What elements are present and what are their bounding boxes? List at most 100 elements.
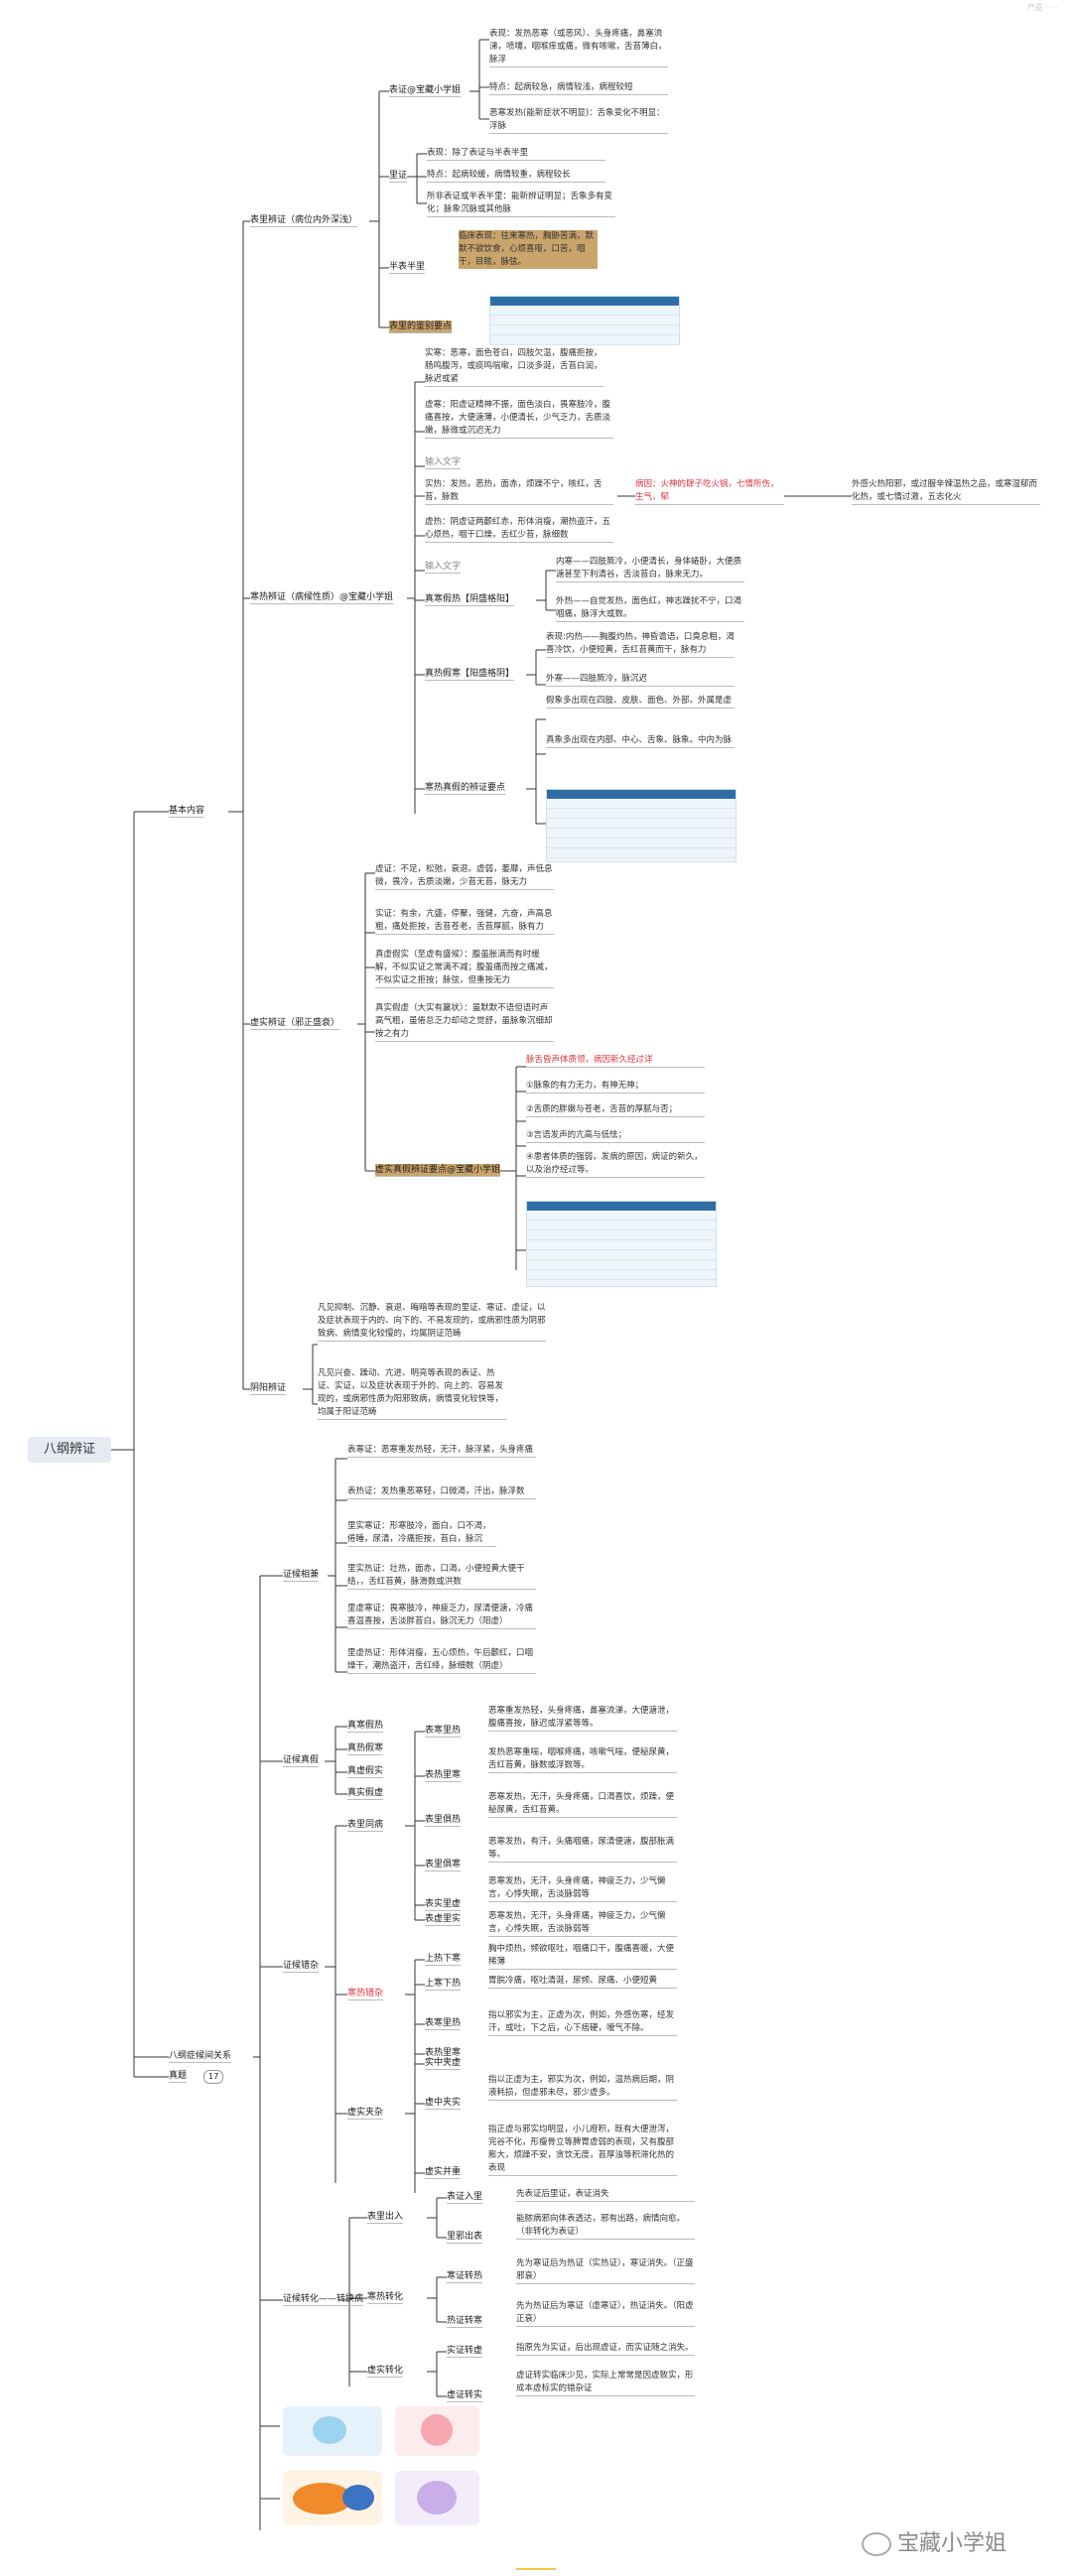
- node-banbiao[interactable]: 半表半里: [389, 262, 426, 274]
- node-xzs[interactable]: 虚证转实: [447, 2390, 483, 2402]
- text-xs-2: ②舌质的胖嫩与苍老，舌苔的厚腻与否；: [526, 1103, 705, 1117]
- root-node[interactable]: 八纲辨证: [28, 1437, 111, 1463]
- node-brlh[interactable]: 表热里寒: [425, 1770, 462, 1782]
- node-bslx[interactable]: 表实里虚: [425, 1899, 462, 1911]
- text-brlh: 发热恶寒重喘，咽喉疼痛，咳嗽气喘，便秘尿黄，舌红苔黄，脉数或浮数等。: [488, 1746, 677, 1773]
- node-xushi[interactable]: 虚实辨证（邪正盛衰）: [250, 1018, 340, 1030]
- text-lishire: 里实热证：壮热，面赤，口渴，小便短黄大便干结，，舌红苔黄，脉滑数或洪数: [347, 1563, 536, 1590]
- node-biaoli-jianbie[interactable]: 表里的鉴别要点: [389, 321, 453, 333]
- text-zhenshijiaxu: 真实假虚（大实有羸状）：虽默默不语但语时声高气粗，虽倦怠乏力却动之觉舒，虽脉象沉…: [375, 1002, 554, 1042]
- node-zhenjia[interactable]: 证候真假: [283, 1755, 320, 1767]
- text-zrjh2-nei: 表现:内热——胸腹灼热，神昏谵语，口臭息粗，渴喜冷饮，小便短黄，舌红苔黄而干，脉…: [546, 631, 735, 658]
- node-bhlr2[interactable]: 表虚里实: [425, 1914, 462, 1926]
- node-szx[interactable]: 实证转虚: [447, 2346, 483, 2358]
- node-zhenrejiahan2[interactable]: 真热假寒【阳盛格阴】: [425, 669, 515, 681]
- node-xuzhongjiashi[interactable]: 虚中夹实: [425, 2098, 462, 2110]
- node-zhuanhua[interactable]: 证候转化——转换病: [283, 2294, 364, 2306]
- text-zrjh2-wai: 外寒——四肢厥冷，脉沉迟: [546, 673, 735, 687]
- node-biaore[interactable]: 表热里寒: [425, 2048, 462, 2060]
- text-xzs: 虚证转实临床少见，实际上常常是因虚致实，形成本虚标实的错杂证: [516, 2370, 695, 2396]
- node-exam[interactable]: 真题: [169, 2071, 188, 2083]
- node-xushibingzhong[interactable]: 虚实并重: [425, 2167, 462, 2179]
- node-zhenrejiahan[interactable]: 真寒假热【阴盛格阳】: [425, 594, 515, 606]
- node-shangre[interactable]: 上热下寒: [425, 1954, 462, 1966]
- text-bhlh: 恶寒发热，有汗，头痛咽痛，尿清便溏，腹部胀满等。: [488, 1836, 677, 1863]
- xushi-table-image: [526, 1201, 717, 1287]
- node-biaozheng[interactable]: 表证@宝藏小学姐: [389, 85, 462, 97]
- node-cuoza[interactable]: 证候错杂: [283, 1961, 320, 1973]
- node-lxcb[interactable]: 里邪出表: [447, 2232, 483, 2244]
- text-xs-head: 脉舌昏声体质领，病因新久经过详: [526, 1054, 705, 1068]
- text-lixure: 里虚热证：形体消瘦，五心烦热，午后颧红，口咽燥干，潮热盗汗，舌红绛，脉细数（阴虚…: [347, 1647, 536, 1674]
- thumbnail-image-3[interactable]: [283, 2471, 382, 2525]
- text-bzrl: 先表证后里证，表证消失: [516, 2188, 695, 2202]
- node-hzr[interactable]: 寒证转热: [447, 2271, 483, 2283]
- text-yaodian-2: 真象多出现在内部、中心、舌象、脉象。中内为脉: [546, 734, 735, 748]
- node-relation[interactable]: 八纲症候间关系: [169, 2051, 232, 2063]
- exam-badge: 17: [203, 2070, 224, 2084]
- node-rzh[interactable]: 热证转寒: [447, 2316, 483, 2328]
- text-lishihan: 里实寒证：形寒肢冷，面白，口不渴，倦睡，尿清，冷痛拒按，苔白，脉沉: [347, 1520, 496, 1547]
- node-zhenxujiashi[interactable]: 真虚假实: [347, 1766, 384, 1778]
- thumbnail-image-2[interactable]: [395, 2406, 479, 2456]
- text-waigan: 外感火热阳邪，或过服辛辣温热之品，或寒湿郁而化热，或七情过激，五志化火: [852, 478, 1040, 505]
- input-placeholder-2[interactable]: 输入文字: [425, 562, 462, 574]
- watermark-text: 宝藏小学姐: [897, 2531, 1007, 2556]
- node-xiangjian[interactable]: 证候相兼: [283, 1570, 320, 1582]
- text-yangzheng: 凡见兴奋、躁动、亢进、明亮等表现的表证、热证、实证，以及症状表现于外的、向上的、…: [318, 1367, 506, 1420]
- text-xs-3: ③言语发声的亢高与低怯；: [526, 1129, 705, 1143]
- text-xzjs: 指以正虚为主，邪实为次，例如，温热病后期，阴液耗损，但虚邪未尽，邪少虚多。: [488, 2074, 677, 2101]
- node-shanghan[interactable]: 上寒下热: [425, 1979, 462, 1991]
- text-biaozheng-biaoxian: 表现：发热恶寒（或恶风）、头身疼痛，鼻塞流涕，喷嚏，咽喉痒或痛，微有咳嗽，舌苔薄…: [489, 28, 668, 67]
- text-xs-1: ①脉象的有力无力，有神无神；: [526, 1080, 705, 1094]
- node-lizheng[interactable]: 里证: [389, 171, 408, 183]
- node-basic[interactable]: 基本内容: [169, 806, 205, 818]
- watermark: 宝藏小学姐: [862, 2525, 1006, 2557]
- node-zhenshijiaxu[interactable]: 真实假虚: [347, 1788, 384, 1800]
- biaoli-table-image: [489, 296, 680, 345]
- node-biaolichuru[interactable]: 表里出入: [367, 2212, 404, 2224]
- text-xsbz: 指正虚与邪实均明显，小儿疳积，既有大便泄泻，完谷不化，形瘦骨立等脾胃虚弱的表现，…: [488, 2124, 677, 2176]
- text-bhlr: 恶寒重发热轻，头身疼痛，鼻塞流涕，大便溏泄，腹痛喜按，脉迟或浮紧等等。: [488, 1705, 677, 1732]
- node-bhlr[interactable]: 表寒里热: [425, 1726, 462, 1738]
- text-lixuhan: 里虚寒证：畏寒肢冷，神疲乏力，尿清便溏，冷痛喜温喜按，舌淡胖苔白，脉沉无力（阳虚…: [347, 1603, 536, 1629]
- node-xushijiaza[interactable]: 虚实夹杂: [347, 2108, 384, 2120]
- node-hanre-yaodian[interactable]: 寒热真假的辨证要点: [425, 783, 506, 795]
- node-biaoli-tongbing[interactable]: 表里同病: [347, 1820, 384, 1832]
- node-bzrl[interactable]: 表证入里: [447, 2192, 483, 2204]
- thumbnail-image-1[interactable]: [283, 2406, 382, 2456]
- text-bslx: 恶寒发热，无汗，头身疼痛，神疲乏力，少气懒言，心悸失眠，舌淡脉弱等: [488, 1875, 677, 1902]
- node-zhenrejiahan[interactable]: 真热假寒: [347, 1743, 384, 1755]
- text-shangre: 胸中烦热，频欲呕吐，咽痛口干，腹痛喜暖，大便稀薄: [488, 1943, 677, 1970]
- text-xuzheng: 虚证：不足，松弛，衰退。虚弱，萎靡，声低息微，畏冷，舌质淡嫩，少苔无苔，脉无力: [375, 863, 554, 890]
- text-rzh: 先为热证后为寒证（虚寒证），热证消失。（阳虚正衰）: [516, 2300, 695, 2327]
- text-shizheng: 实证：有余，亢盛，停聚，强健，亢奋，声高息粗，痛处拒按，舌苔苍老，舌苔厚腻，脉有…: [375, 908, 554, 935]
- footer-mark: [516, 2568, 556, 2570]
- text-zhenxujiashi: 真虚假实（至虚有盛候）：腹虽胀满而有时缓解，不似实证之常满不减；腹虽痛而按之痛减…: [375, 949, 554, 988]
- node-xushi-yaodian[interactable]: 虚实真假辨证要点@宝藏小学姐: [375, 1164, 501, 1177]
- node-biaohan[interactable]: 表寒里热: [425, 2018, 462, 2030]
- text-xure: 虚热：阴虚证两颧红赤，形体消瘦，潮热盗汗，五心烦热，咽干口燥，舌红少苔，脉细数: [425, 516, 613, 543]
- node-xushizhuanhua[interactable]: 虚实转化: [367, 2366, 404, 2378]
- top-right-text: 产品 ·····: [1026, 3, 1058, 12]
- node-yinyang[interactable]: 阴阳辨证: [250, 1383, 287, 1395]
- text-hzr: 先为寒证后为热证（实热证），寒证消失。（正盛邪衰）: [516, 2257, 695, 2284]
- node-hanre[interactable]: 寒热辨证（病候性质）@宝藏小学姐: [250, 592, 394, 604]
- input-placeholder-1[interactable]: 输入文字: [425, 457, 462, 469]
- text-banbiao-biaoxian: 临床表现：往来寒热，胸胁苦满，默默不欲饮食，心烦喜呕，口苦，咽干，目眩，脉弦。: [459, 230, 598, 269]
- wechat-icon: [862, 2532, 891, 2556]
- text-yaodian-1: 假象多出现在四肢、皮肤、面色、外部。外属是虚: [546, 695, 735, 708]
- node-bhlh[interactable]: 表里俱寒: [425, 1860, 462, 1871]
- text-xuhan: 虚寒：阳虚证精神不振，面色淡白，畏寒肢冷，腹痛喜按，大便溏薄，小便清长，少气乏力…: [425, 399, 613, 439]
- thumbnail-image-4[interactable]: [395, 2471, 479, 2525]
- text-bhr: 指以邪实为主，正虚为次，例如，外感伤寒，经发汗，或吐，下之后，心下痞硬，嗳气不除…: [488, 2009, 677, 2036]
- node-biaoli[interactable]: 表里辨证（病位内外深浅）: [250, 215, 358, 227]
- text-biaozheng-tedian: 特点：起病较急，病情较浅，病程较短: [489, 81, 668, 95]
- node-shizhongjiaxu[interactable]: 实中夹虚: [425, 2058, 462, 2070]
- node-zhenhanjiare[interactable]: 真寒假热: [347, 1721, 384, 1733]
- hanre-table-image: [546, 789, 737, 862]
- node-brli[interactable]: 表里俱热: [425, 1815, 462, 1827]
- node-hanre-cuoza[interactable]: 寒热错杂: [347, 1989, 384, 2000]
- node-hanrezhuanhua[interactable]: 寒热转化: [367, 2292, 404, 2304]
- text-biaozheng-ehan: 恶寒发热(能新症状不明显)：舌象变化不明显：浮脉: [489, 107, 668, 134]
